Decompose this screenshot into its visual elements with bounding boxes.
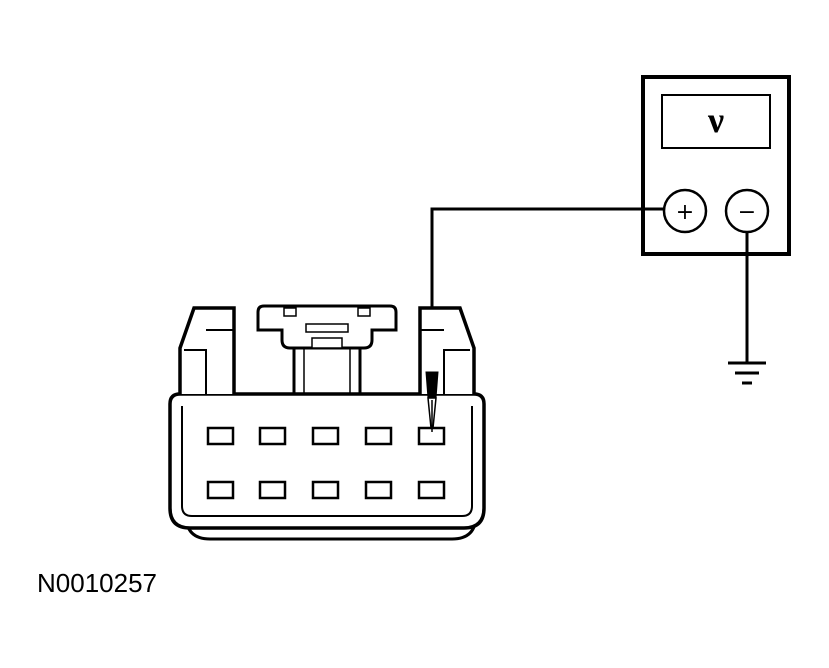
- pin-row-1: [206, 426, 446, 446]
- negative-terminal-label: −: [738, 200, 756, 225]
- figure-id-label: N0010257: [37, 568, 157, 598]
- pin-cavity: [364, 480, 393, 500]
- pin-cavity: [206, 480, 235, 500]
- ground-symbol-icon: [728, 361, 766, 385]
- voltmeter-icon: ν + −: [641, 75, 791, 256]
- meter-display-symbol: ν: [707, 100, 724, 140]
- pin-cavity: [364, 426, 393, 446]
- pin-cavity: [311, 480, 340, 500]
- pin-cavity: [206, 426, 235, 446]
- pin-cavity: [417, 480, 446, 500]
- pin-row-2: [206, 480, 446, 500]
- positive-terminal: [662, 188, 708, 234]
- pin-cavity: [258, 480, 287, 500]
- pin-cavity: [311, 426, 340, 446]
- positive-terminal-label: +: [676, 200, 694, 225]
- connector-housing: [168, 392, 486, 530]
- connector-icon: [168, 304, 486, 541]
- test-probe-icon: [425, 371, 439, 432]
- meter-display: [661, 94, 771, 149]
- pin-cavity: [258, 426, 287, 446]
